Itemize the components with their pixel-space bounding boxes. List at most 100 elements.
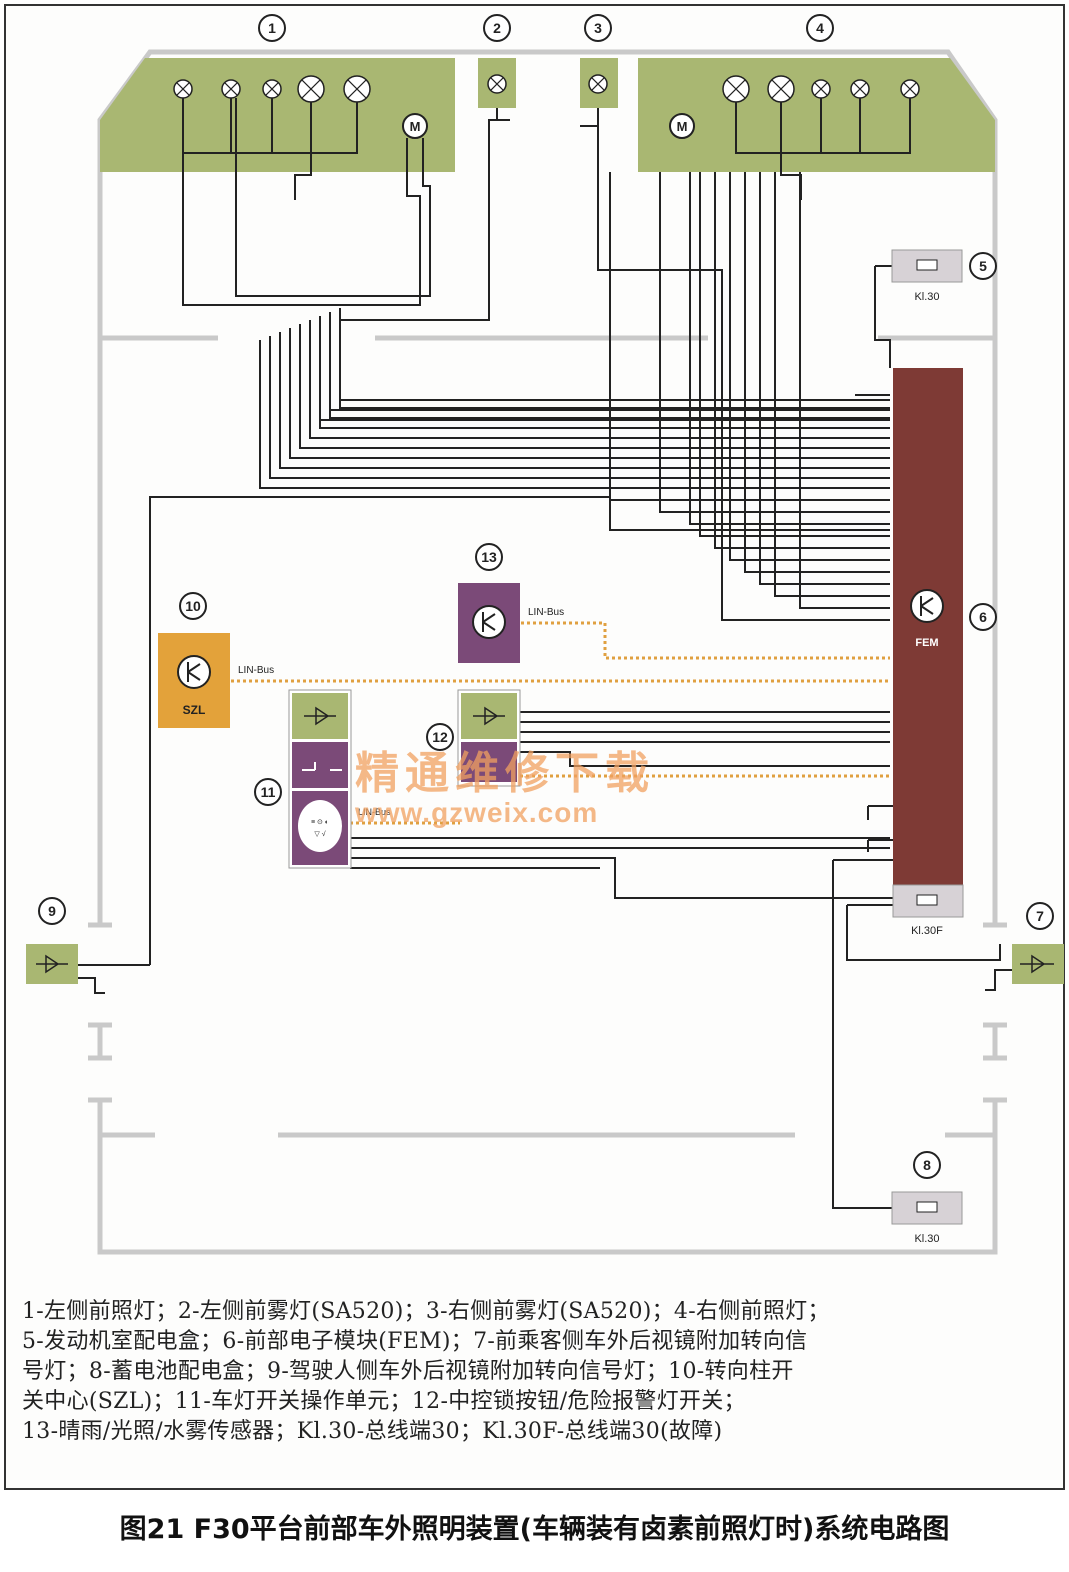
fem-module <box>893 368 963 888</box>
wire <box>149 496 890 965</box>
motor-icon <box>669 113 695 139</box>
kl30-bottom-label: Kl.30 <box>914 1233 939 1245</box>
wire <box>729 172 890 561</box>
kl30-top-label: Kl.30 <box>914 291 939 303</box>
wiring-harness <box>78 98 1012 1209</box>
wire <box>235 98 431 297</box>
bulb-cross <box>224 82 238 96</box>
callout-circle <box>254 778 282 806</box>
wire <box>520 751 890 767</box>
callout-circle <box>426 723 454 751</box>
wire <box>299 324 890 449</box>
kl30-bottom-fuse-icon <box>916 1201 938 1213</box>
callout-number: 5 <box>979 258 987 274</box>
motor-icon <box>402 113 428 139</box>
callout-circle <box>179 592 207 620</box>
wire <box>714 172 890 549</box>
legend-line: 关中心(SZL)；11-车灯开关操作单元；12-中控锁按钮/危险报警灯开关； <box>22 1389 746 1414</box>
callout-circle <box>1026 902 1054 930</box>
fem-transistor-icon <box>910 589 944 623</box>
legend-line: 5-发动机室配电盒；6-前部电子模块(FEM)；7-前乘客侧车外后视镜附加转向信 <box>22 1329 808 1354</box>
callout-number: 4 <box>816 20 824 36</box>
left-headlamp-housing <box>100 58 455 172</box>
svg-text:▽ √: ▽ √ <box>314 830 325 838</box>
right-headlamp-housing <box>638 58 995 172</box>
bulb-cross <box>301 79 321 99</box>
watermark-line1: 精通维修下载 <box>355 748 655 799</box>
legend: 1-左侧前照灯；2-左侧前雾灯(SA520)；3-右侧前雾灯(SA520)；4-… <box>22 1297 1052 1447</box>
motor-label: M <box>677 119 688 134</box>
kl30f-fuse-icon <box>916 894 938 906</box>
callout-number: 7 <box>1036 908 1044 924</box>
wire <box>339 308 890 409</box>
callout-number: 12 <box>432 729 448 745</box>
wire <box>269 336 890 479</box>
callout-number: 9 <box>48 903 56 919</box>
callout-number: 11 <box>261 784 276 800</box>
legend-line: 13-晴雨/光照/水雾传感器；Kl.30-总线端30；Kl.30F-总线端30(… <box>22 1419 723 1444</box>
wire <box>735 98 911 154</box>
wire <box>799 172 890 609</box>
vehicle-outline <box>88 49 1007 1255</box>
callout-number: 6 <box>979 609 987 625</box>
bulb-cross <box>853 82 867 96</box>
diagram-frame <box>4 4 1065 1490</box>
lin-bus-lines <box>231 621 890 825</box>
bulb-cross <box>265 82 279 96</box>
wire <box>319 316 890 429</box>
wire <box>985 969 1012 991</box>
callout-circle <box>38 897 66 925</box>
szl-label: SZL <box>183 703 206 717</box>
wire <box>182 98 421 306</box>
callout-circle <box>258 14 286 42</box>
callout-circle <box>475 543 503 571</box>
bulb-cross <box>490 77 504 91</box>
wire <box>259 340 890 489</box>
wire <box>689 172 890 525</box>
callout-circle <box>969 603 997 631</box>
bulb-cross <box>591 77 605 91</box>
wire <box>846 905 1001 961</box>
wire <box>78 977 105 994</box>
watermark-line2: www.gzweix.com <box>354 797 598 828</box>
lin-bus-label-11: LIN-Bus <box>358 807 391 817</box>
wire <box>580 108 599 127</box>
wire <box>329 330 890 411</box>
callout-number: 2 <box>493 20 501 36</box>
wire <box>744 172 890 573</box>
kl30f-label: Kl.30F <box>911 925 943 937</box>
callout-circle <box>483 14 511 42</box>
callout-number: 3 <box>594 20 602 36</box>
figure-caption: 图21 F30平台前部车外照明装置(车辆装有卤素前照灯时)系统电路图 <box>119 1514 950 1545</box>
sensor-transistor-icon <box>472 605 506 639</box>
callout-number: 10 <box>185 598 201 614</box>
callout-circle <box>969 252 997 280</box>
bulb-cross <box>771 79 791 99</box>
legend-line: 1-左侧前照灯；2-左侧前雾灯(SA520)；3-右侧前雾灯(SA520)；4-… <box>22 1299 830 1324</box>
battery-fuse-box <box>891 1191 963 1225</box>
light-switch-unit: ≡ ⊙ ◐ ▽ √ <box>288 689 352 869</box>
wire <box>597 108 890 621</box>
bulb-cross <box>347 79 367 99</box>
lin-bus-label-10: LIN-Bus <box>238 665 274 676</box>
wire <box>294 153 312 200</box>
wire <box>759 172 890 585</box>
legend-line: 号灯；8-蓄电池配电盒；9-驾驶人侧车外后视镜附加转向信号灯；10-转向柱开 <box>22 1359 794 1384</box>
motor-label: M <box>410 119 421 134</box>
wire <box>350 857 893 899</box>
bulb-cross <box>176 82 190 96</box>
callout-number: 1 <box>268 20 276 36</box>
szl-transistor-icon <box>177 655 211 689</box>
callout-circle <box>584 14 612 42</box>
wire <box>279 332 890 469</box>
bulb-cross <box>814 82 828 96</box>
hazard-switch-unit <box>457 689 521 787</box>
callout-circle <box>806 14 834 42</box>
wire <box>659 172 890 513</box>
fem-label: FEM <box>915 637 938 649</box>
wire <box>774 172 890 597</box>
svg-text:≡ ⊙ ◐: ≡ ⊙ ◐ <box>311 819 329 826</box>
